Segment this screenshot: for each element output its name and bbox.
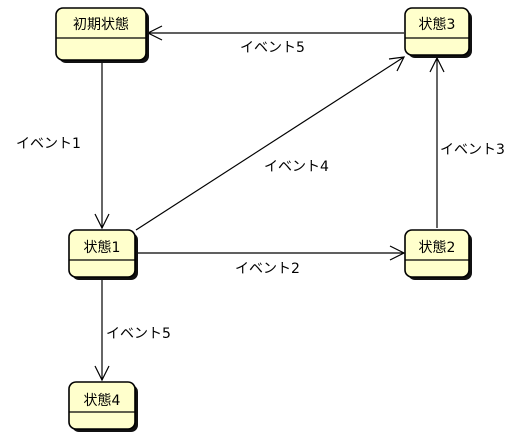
state-3[interactable]: 状態3 bbox=[404, 7, 472, 58]
transition-label: イベント3 bbox=[440, 142, 505, 158]
state-label: 状態1 bbox=[84, 240, 121, 256]
transition-label: イベント5 bbox=[240, 40, 305, 56]
state-box bbox=[404, 229, 470, 278]
transition-initial-to-s1: イベント1 bbox=[16, 60, 110, 230]
transition-s1-to-s4: イベント5 bbox=[94, 278, 171, 382]
arrowhead-icon bbox=[94, 213, 110, 230]
transition-line bbox=[135, 56, 405, 231]
transition-s2-to-s3: イベント3 bbox=[429, 56, 505, 228]
state-label: 状態3 bbox=[419, 17, 456, 33]
transition-s3-to-initial: イベント5 bbox=[146, 25, 404, 56]
transition-s1-to-s3: イベント4 bbox=[135, 56, 406, 231]
transition-label: イベント1 bbox=[16, 136, 81, 152]
state-box bbox=[404, 7, 470, 56]
arrowhead-icon bbox=[389, 245, 406, 261]
state-1[interactable]: 状態1 bbox=[68, 229, 138, 280]
state-2[interactable]: 状態2 bbox=[404, 229, 472, 280]
state-label: 初期状態 bbox=[73, 16, 129, 33]
transition-label: イベント5 bbox=[106, 326, 171, 342]
transition-label: イベント2 bbox=[235, 261, 300, 277]
transition-label: イベント4 bbox=[264, 159, 329, 175]
transition-s1-to-s2: イベント2 bbox=[138, 245, 406, 277]
arrowhead-icon bbox=[388, 56, 406, 72]
state-label: 状態4 bbox=[84, 393, 121, 409]
arrowhead-icon bbox=[94, 365, 110, 382]
state-box bbox=[68, 381, 136, 430]
state-label: 状態2 bbox=[419, 240, 456, 256]
state-4[interactable]: 状態4 bbox=[68, 381, 138, 432]
state-initial[interactable]: 初期状態 bbox=[55, 7, 149, 63]
state-box bbox=[55, 7, 147, 61]
state-box bbox=[68, 229, 136, 278]
